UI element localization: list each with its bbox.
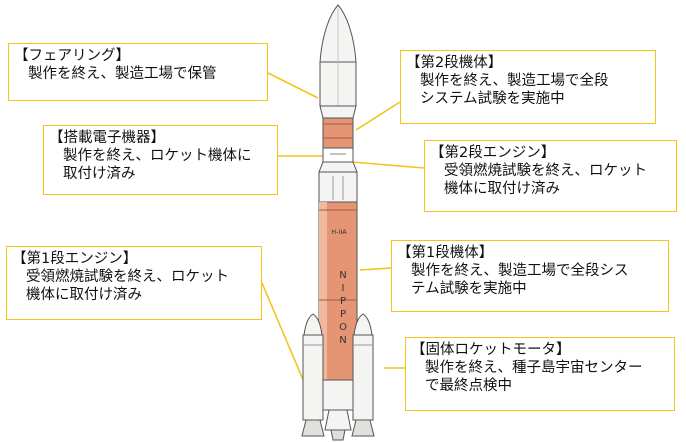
callout-first-stage-body: 【第1段機体】 製作を終え、製造工場で全段シス テム試験を実施中 — [391, 240, 669, 312]
callout-title: 【第2段エンジン】 — [430, 145, 556, 161]
interstage-skirt — [318, 161, 358, 173]
callout-first-stage-engine: 【第1段エンジン】 受領燃焼試験を終え、ロケット 機体に取付け済み — [6, 246, 262, 320]
leader-line-fairing — [267, 72, 319, 99]
callout-line: 受領燃焼試験を終え、ロケット — [26, 269, 229, 285]
nippon-letter: N — [339, 335, 346, 346]
srb-left-nozzle — [301, 419, 325, 437]
callout-line: 機体に取付け済み — [444, 181, 560, 197]
fairing-base — [319, 105, 357, 119]
callout-line: 製作を終え、製造工場で保管 — [28, 66, 217, 82]
interstage — [318, 171, 358, 203]
nippon-letter: I — [342, 283, 345, 294]
callout-second-stage-body: 【第2段機体】 製作を終え、製造工場で全段 システム試験を実施中 — [400, 50, 656, 124]
callout-title: 【第1段機体】 — [397, 245, 494, 261]
callout-line: システム試験を実施中 — [420, 91, 565, 107]
rocket — [301, 4, 375, 441]
first-stage-nozzle — [324, 409, 352, 431]
callout-line: テム試験を実施中 — [411, 281, 527, 297]
callout-line: 受領燃焼試験を終え、ロケット — [444, 163, 647, 179]
thrust-section — [318, 379, 358, 411]
srb-left-nose — [303, 313, 323, 336]
srb-right-body — [352, 334, 374, 421]
callout-title: 【第2段機体】 — [406, 55, 503, 71]
nippon-letter: P — [340, 296, 346, 307]
second-stage-tank — [322, 117, 354, 149]
callout-avionics: 【搭載電子機器】 製作を終え、ロケット機体に 取付け済み — [43, 125, 278, 195]
nippon-letter: O — [339, 322, 347, 333]
srb-right-nozzle — [351, 419, 375, 437]
callout-title: 【固体ロケットモータ】 — [411, 342, 571, 358]
callout-line: 製作を終え、ロケット機体に — [63, 148, 252, 164]
srb-right-nose — [353, 313, 373, 336]
callout-title: 【搭載電子機器】 — [49, 130, 165, 146]
rocket-model-label: H-IIA — [331, 228, 347, 236]
leader-line-second-stage-engine — [351, 161, 425, 169]
callout-line: で最終点検中 — [425, 378, 512, 394]
srb-left-body — [302, 334, 324, 421]
callout-title: 【第1段エンジン】 — [12, 251, 138, 267]
callout-line: 製作を終え、製造工場で全段シス — [411, 263, 629, 279]
callout-title: 【フェアリング】 — [14, 48, 130, 64]
callout-second-stage-engine: 【第2段エンジン】 受領燃焼試験を終え、ロケット 機体に取付け済み — [424, 140, 677, 212]
interstage-upper — [322, 147, 354, 163]
callout-fairing: 【フェアリング】 製作を終え、製造工場で保管 — [8, 43, 268, 101]
leader-line-first-stage-body — [359, 267, 392, 271]
nippon-letter: N — [339, 270, 346, 281]
callout-line: 製作を終え、種子島宇宙センター — [425, 360, 643, 376]
callout-line: 機体に取付け済み — [26, 287, 142, 303]
leader-line-second-stage-body — [355, 101, 401, 131]
callout-srb: 【固体ロケットモータ】 製作を終え、種子島宇宙センター で最終点検中 — [405, 337, 675, 411]
first-stage-highlight — [319, 202, 327, 402]
nippon-letter: P — [340, 309, 346, 320]
callout-line: 取付け済み — [63, 166, 136, 182]
callout-line: 製作を終え、製造工場で全段 — [420, 73, 609, 89]
first-stage-nozzle-exit — [330, 429, 346, 441]
